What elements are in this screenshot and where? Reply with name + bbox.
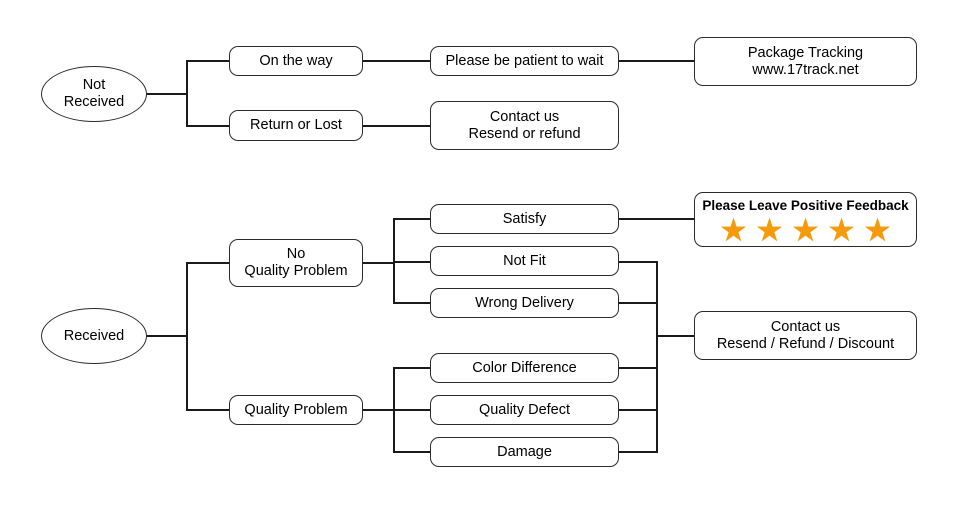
node-package-tracking[interactable]: Package Tracking www.17track.net (694, 37, 917, 86)
connector-rail-to-quality-problem (186, 409, 231, 411)
node-positive-feedback[interactable]: Please Leave Positive Feedback ★ ★ ★ ★ ★ (694, 192, 917, 247)
node-return-or-lost[interactable]: Return or Lost (229, 110, 363, 141)
node-package-tracking-line2: www.17track.net (752, 61, 859, 78)
connector-no-quality-problem-to-subrail (362, 262, 395, 264)
connector-rail-to-return-or-lost (186, 125, 231, 127)
node-damage[interactable]: Damage (430, 437, 619, 467)
node-package-tracking-line1: Package Tracking (747, 44, 864, 61)
node-wrong-delivery-label: Wrong Delivery (475, 294, 574, 311)
connector-not-fit-to-collector (618, 261, 658, 263)
node-color-difference[interactable]: Color Difference (430, 353, 619, 383)
node-contact-us-discount-line1: Contact us (770, 318, 841, 335)
star-icon[interactable]: ★ (756, 214, 783, 247)
node-quality-defect[interactable]: Quality Defect (430, 395, 619, 425)
connector-not-received-to-rail (146, 93, 188, 95)
node-not-received-line1: Not (82, 77, 106, 94)
node-not-received-line2: Received (63, 94, 125, 110)
rail-received (186, 262, 188, 410)
node-satisfy-label: Satisfy (502, 210, 547, 227)
node-quality-problem[interactable]: Quality Problem (229, 395, 363, 425)
connector-quality-problem-to-subrail (362, 409, 395, 411)
node-received[interactable]: Received (41, 308, 147, 364)
node-on-the-way-label: On the way (259, 52, 333, 69)
star-icon[interactable]: ★ (864, 214, 891, 247)
connector-subrail-to-wrong-delivery (393, 302, 431, 304)
star-icon[interactable]: ★ (792, 214, 819, 247)
connector-collector-to-contact-us-discount (656, 335, 696, 337)
node-not-fit[interactable]: Not Fit (430, 246, 619, 276)
node-please-be-patient-label: Please be patient to wait (445, 52, 604, 69)
connector-satisfy-to-positive-feedback (618, 218, 696, 220)
connector-rail-to-on-the-way (186, 60, 231, 62)
connector-subrail-to-damage (393, 451, 431, 453)
connector-please-be-patient-to-package-tracking (618, 60, 696, 62)
connector-rail-to-no-quality-problem (186, 262, 231, 264)
node-color-difference-label: Color Difference (472, 359, 577, 376)
node-contact-us-line2: Resend or refund (468, 125, 581, 142)
connector-quality-defect-to-collector (618, 409, 658, 411)
node-contact-us-resend-refund-discount[interactable]: Contact us Resend / Refund / Discount (694, 311, 917, 360)
node-satisfy[interactable]: Satisfy (430, 204, 619, 234)
node-not-fit-label: Not Fit (503, 252, 546, 269)
node-no-quality-problem-line1: No (286, 246, 306, 263)
connector-color-difference-to-collector (618, 367, 658, 369)
node-no-quality-problem[interactable]: No Quality Problem (229, 239, 363, 287)
collector-rail-outcomes (656, 261, 658, 453)
connector-damage-to-collector (618, 451, 658, 453)
star-rating[interactable]: ★ ★ ★ ★ ★ (720, 214, 891, 247)
connector-received-to-rail (146, 335, 188, 337)
node-no-quality-problem-line2: Quality Problem (244, 263, 348, 279)
connector-on-the-way-to-please-be-patient (362, 60, 432, 62)
node-received-label: Received (63, 327, 125, 344)
node-please-be-patient-to-wait[interactable]: Please be patient to wait (430, 46, 619, 76)
node-wrong-delivery[interactable]: Wrong Delivery (430, 288, 619, 318)
node-on-the-way[interactable]: On the way (229, 46, 363, 76)
node-contact-us-resend-refund[interactable]: Contact us Resend or refund (430, 101, 619, 150)
node-quality-defect-label: Quality Defect (478, 401, 571, 418)
connector-return-or-lost-to-contact-us (362, 125, 432, 127)
node-contact-us-line1: Contact us (489, 108, 560, 125)
star-icon[interactable]: ★ (828, 214, 855, 247)
node-return-or-lost-label: Return or Lost (250, 117, 342, 134)
node-positive-feedback-label: Please Leave Positive Feedback (702, 198, 909, 213)
rail-not-received (186, 60, 188, 127)
connector-subrail-to-quality-defect (393, 409, 431, 411)
star-icon[interactable]: ★ (720, 214, 747, 247)
subrail-no-quality-problem (393, 218, 395, 303)
connector-subrail-to-color-difference (393, 367, 431, 369)
node-damage-label: Damage (497, 443, 552, 460)
node-quality-problem-label: Quality Problem (244, 401, 348, 418)
node-contact-us-discount-line2: Resend / Refund / Discount (716, 335, 895, 352)
connector-subrail-to-not-fit (393, 261, 431, 263)
node-not-received[interactable]: Not Received (41, 66, 147, 122)
connector-subrail-to-satisfy (393, 218, 431, 220)
connector-wrong-delivery-to-collector (618, 302, 658, 304)
